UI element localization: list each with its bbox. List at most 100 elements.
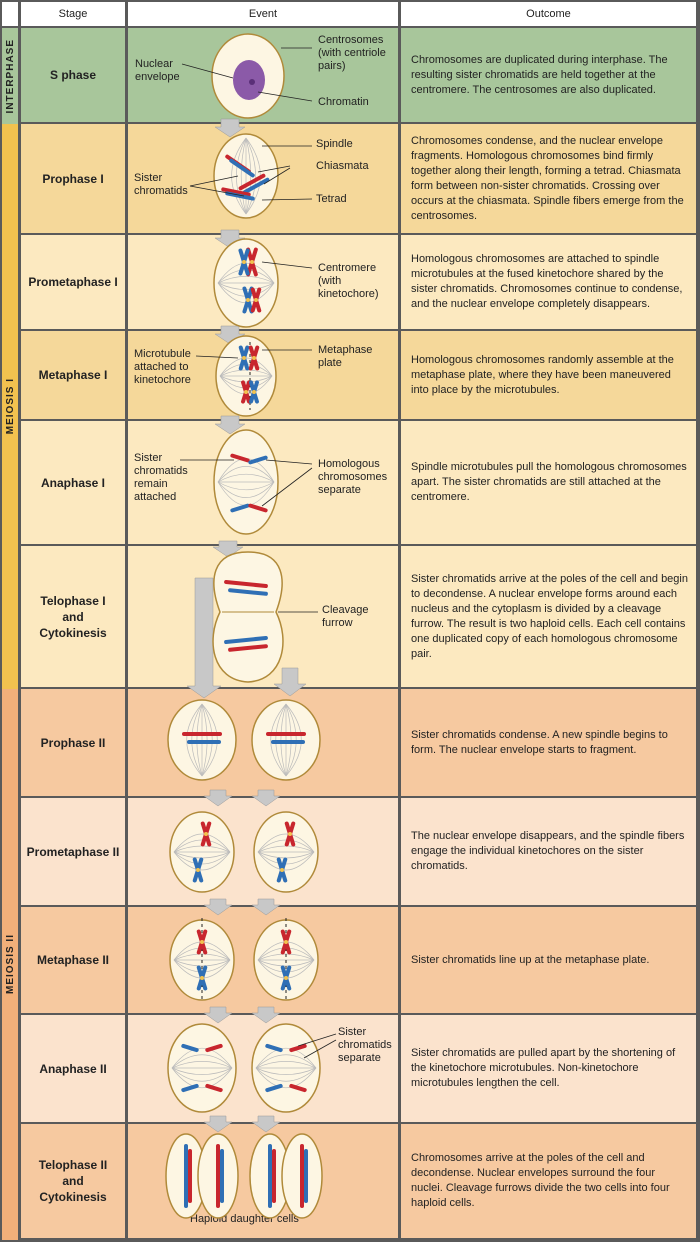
header-event: Event	[128, 2, 398, 26]
centromere	[284, 976, 288, 980]
spindle-fiber	[255, 1061, 317, 1069]
outcome-text: Sister chromatids arrive at the poles of…	[411, 572, 688, 660]
outcome-text: Chromosomes are duplicated during interp…	[411, 53, 668, 96]
label-haploid: Haploid daughter cells	[190, 1213, 299, 1225]
pointer-line	[189, 185, 245, 197]
spindle-fiber	[255, 1067, 317, 1075]
section-meiosis1: MEIOSIS I	[2, 124, 18, 689]
spindle-fiber	[171, 1047, 233, 1069]
outcome-cell	[401, 421, 696, 544]
label-cleavage-furrow: Cleavage furrow	[322, 604, 369, 629]
spindle-fiber	[171, 1067, 233, 1082]
pointer-line	[257, 91, 313, 102]
chromatid	[248, 455, 268, 465]
spindle-fiber	[257, 839, 315, 853]
outcome-cell	[401, 235, 696, 329]
chromatid	[230, 503, 250, 513]
chromatid	[265, 1083, 283, 1093]
chromatid	[238, 173, 266, 191]
spindle-fiber	[217, 276, 275, 284]
outcome-cell	[401, 689, 696, 796]
spindle-fiber	[171, 1054, 233, 1069]
pointer-line	[195, 355, 239, 359]
spindle-fiber	[240, 137, 247, 215]
chromatid	[205, 1083, 223, 1093]
chromatid	[289, 1043, 307, 1053]
label-tetrad: Tetrad	[316, 193, 347, 205]
outcome-text: Homologous chromosomes are attached to s…	[411, 253, 683, 310]
header-corner	[2, 2, 18, 26]
chromatid	[224, 580, 268, 588]
arrow	[251, 1006, 281, 1024]
centromere	[200, 976, 204, 980]
centromere	[280, 868, 284, 872]
outcome-cell	[401, 331, 696, 419]
centromere	[250, 260, 254, 264]
centromere	[284, 940, 288, 944]
pointer-line	[263, 167, 291, 185]
stage-cell	[21, 798, 125, 905]
chromatid	[181, 1043, 199, 1053]
spindle-fiber	[255, 1047, 317, 1069]
label-nuclear-envelope: Nuclear envelope	[135, 58, 180, 83]
outcome-text: Sister chromatids are pulled apart by th…	[411, 1047, 676, 1089]
spindle-fiber	[255, 1054, 317, 1069]
outcome-text: Chromosomes condense, and the nuclear en…	[411, 134, 684, 222]
pointer-line	[189, 175, 239, 187]
label-metaphase-plate: Metaphase plate	[318, 344, 373, 369]
cell	[212, 551, 284, 683]
centromere	[246, 298, 250, 302]
arrow	[203, 1006, 233, 1024]
arrow	[214, 118, 246, 138]
outcome-text: Spindle microtubules pull the homologous…	[411, 461, 687, 503]
spindle-fiber	[186, 703, 203, 777]
stage-cell	[21, 1124, 125, 1238]
label-microtubule: Microtubule attached to kinetochore	[134, 348, 191, 386]
centromere	[254, 298, 258, 302]
arrow	[186, 577, 222, 699]
outcome-cell	[401, 28, 696, 122]
outcome-text: Sister chromatids condense. A new spindl…	[411, 728, 668, 756]
spindle-fiber	[257, 851, 315, 871]
outcome-text: Sister chromatids line up at the metapha…	[411, 953, 650, 966]
arrow	[273, 667, 307, 697]
spindle-fiber	[173, 839, 231, 853]
pointer-line	[303, 1039, 337, 1059]
outcome-cell	[401, 798, 696, 905]
arrow	[251, 898, 281, 916]
spindle-fiber	[217, 481, 275, 498]
centromere	[252, 390, 256, 394]
label-sister-remain: Sister chromatids remain attached	[134, 452, 188, 503]
label-chromatin: Chromatin	[318, 96, 369, 108]
outcome-text: The nuclear envelope disappears, and the…	[411, 830, 685, 872]
stage-cell	[21, 907, 125, 1013]
arrow	[214, 415, 246, 435]
outcome-text: Chromosomes arrive at the poles of the c…	[411, 1152, 670, 1209]
nucleolus	[249, 79, 255, 85]
arrow	[203, 1115, 233, 1133]
stage-cell	[21, 235, 125, 329]
centromere	[288, 832, 292, 836]
chromatid	[230, 453, 250, 463]
outcome-cell	[401, 546, 696, 687]
spindle-fiber	[270, 703, 287, 777]
outcome-cell	[401, 907, 696, 1013]
arrow	[251, 789, 281, 807]
chromatid	[205, 1043, 223, 1053]
outcome-cell	[401, 124, 696, 233]
chromatid	[228, 588, 268, 596]
centromere	[196, 868, 200, 872]
spindle-fiber	[255, 1067, 317, 1082]
stage-label: Prophase I	[42, 171, 104, 186]
pointer-line	[257, 165, 291, 173]
chromatid	[289, 1083, 307, 1093]
chromatid	[248, 503, 268, 513]
spindle-fiber	[255, 1067, 317, 1089]
pointer-line	[297, 1033, 337, 1047]
stage-label: Anaphase II	[39, 1061, 107, 1076]
stage-label: Metaphase II	[36, 953, 110, 967]
spindle-fiber	[171, 1061, 233, 1069]
stage-cell	[21, 546, 125, 687]
pointer-line	[265, 459, 313, 465]
spindle-fiber	[217, 473, 275, 483]
